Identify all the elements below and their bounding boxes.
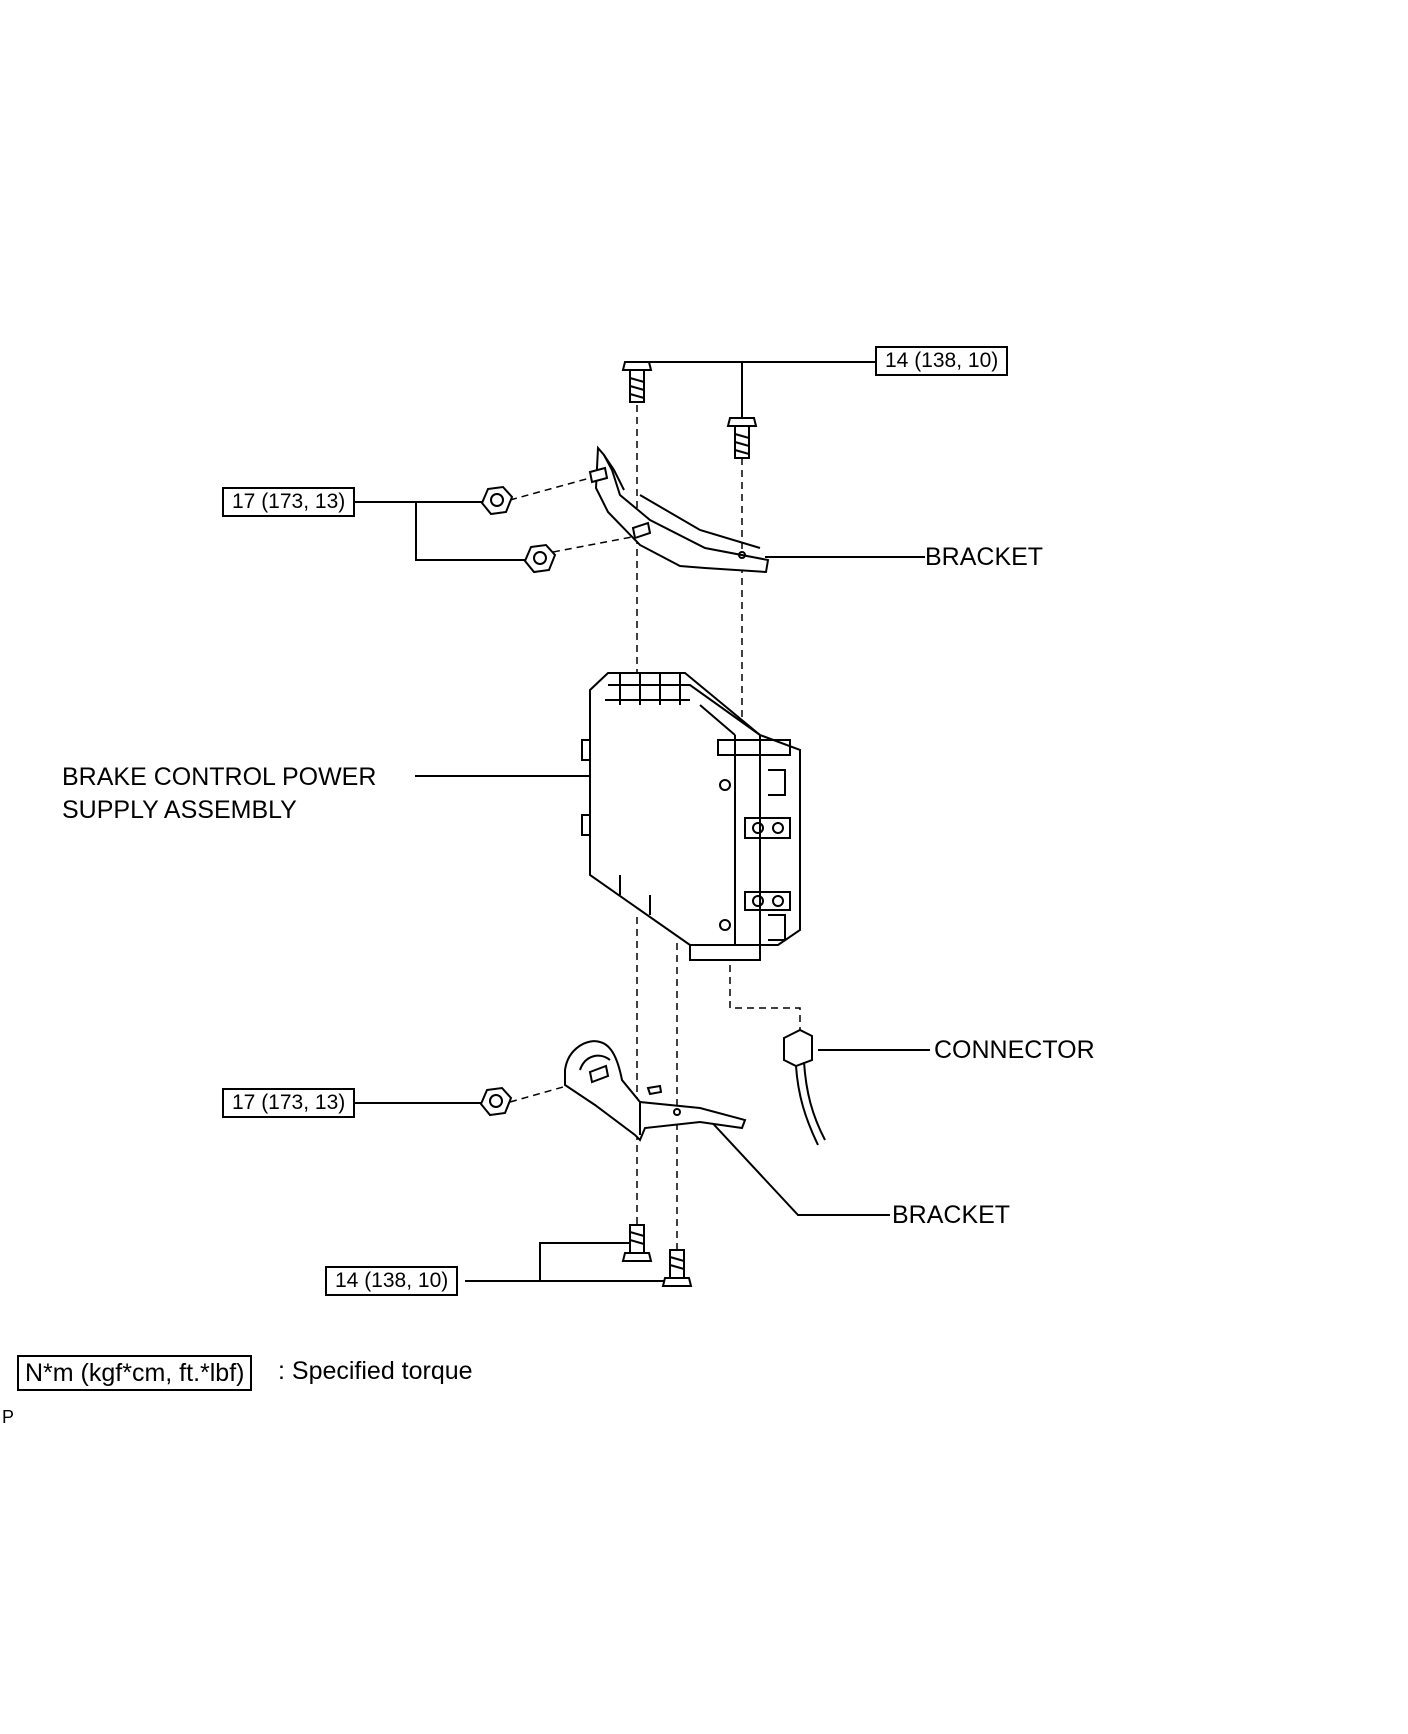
corner-mark: P bbox=[2, 1407, 15, 1427]
legend-unit-box: N*m (kgf*cm, ft.*lbf) bbox=[17, 1355, 253, 1391]
leader-lines bbox=[350, 361, 930, 1282]
torque-top-nuts: 17 (173, 13) bbox=[222, 487, 356, 517]
bottom-bolt-right bbox=[661, 1249, 693, 1287]
torque-bottom-bolts: 14 (138, 10) bbox=[325, 1266, 459, 1296]
power-supply-assembly bbox=[581, 672, 801, 961]
top-bolt-left bbox=[621, 361, 653, 403]
label-assembly-line1: BRAKE CONTROL POWER bbox=[62, 763, 377, 791]
lower-bracket-shape bbox=[564, 1040, 747, 1142]
torque-top-bolts: 14 (138, 10) bbox=[875, 346, 1009, 376]
label-connector: CONNECTOR bbox=[934, 1036, 1095, 1064]
top-nut-lower bbox=[523, 543, 557, 574]
label-assembly-line2: SUPPLY ASSEMBLY bbox=[62, 796, 297, 824]
connector-plug bbox=[783, 1028, 826, 1146]
torque-bottom-nut: 17 (173, 13) bbox=[222, 1088, 356, 1118]
label-upper-bracket: BRACKET bbox=[925, 543, 1044, 571]
top-nut-upper bbox=[480, 485, 514, 516]
bottom-nut bbox=[479, 1086, 513, 1117]
label-lower-bracket: BRACKET bbox=[892, 1201, 1011, 1229]
top-bolt-right bbox=[726, 417, 758, 459]
legend-description: : Specified torque bbox=[278, 1357, 473, 1385]
upper-bracket-shape bbox=[588, 445, 770, 574]
bottom-bolt-left bbox=[621, 1224, 653, 1262]
